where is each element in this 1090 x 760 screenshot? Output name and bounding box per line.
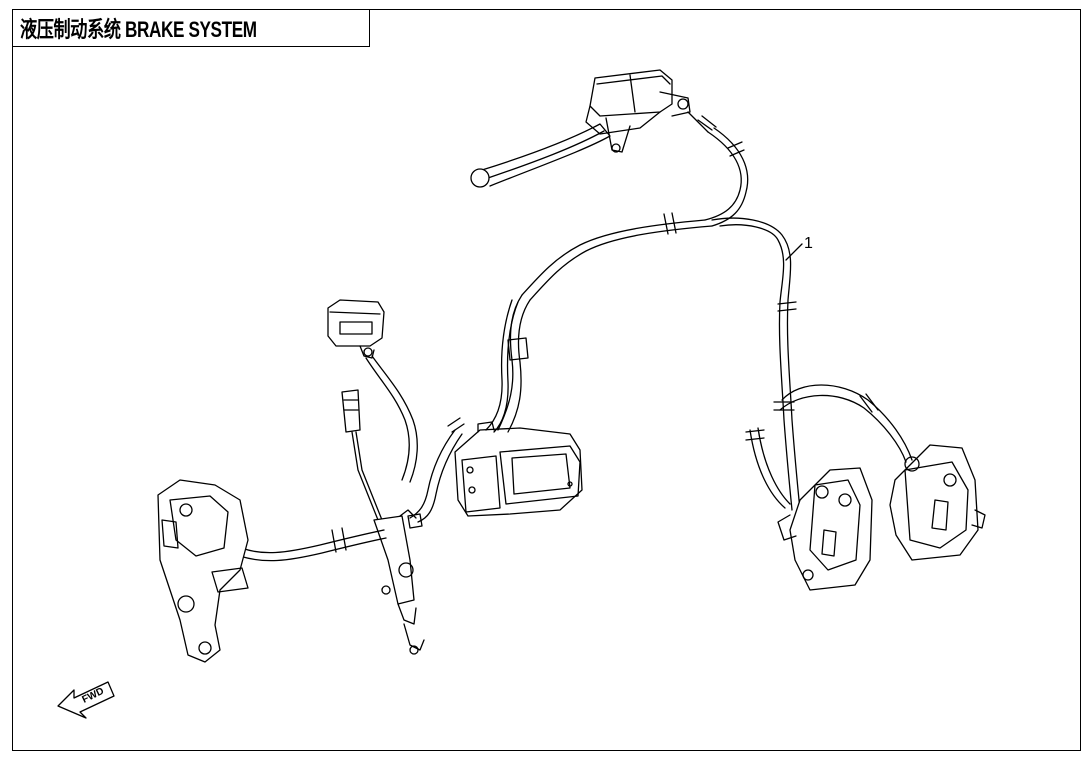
front-caliper-right <box>889 444 986 561</box>
callout-1: 1 <box>785 235 813 261</box>
forward-arrow-icon: FWD <box>57 681 115 719</box>
front-brake-line <box>521 127 913 511</box>
rear-caliper <box>157 479 249 663</box>
page-title: 液压制动系统 BRAKE SYSTEM <box>20 16 257 42</box>
callout-number: 1 <box>804 235 813 252</box>
front-caliper-left <box>777 467 873 591</box>
brake-light-switch <box>341 389 383 521</box>
abs-unit <box>454 294 583 517</box>
title-box: 液压制动系统 BRAKE SYSTEM <box>12 9 370 47</box>
drawing-frame <box>12 9 1081 751</box>
front-master-cylinder <box>470 69 717 188</box>
rear-reservoir <box>327 299 418 483</box>
rear-master-cylinder <box>373 509 425 655</box>
